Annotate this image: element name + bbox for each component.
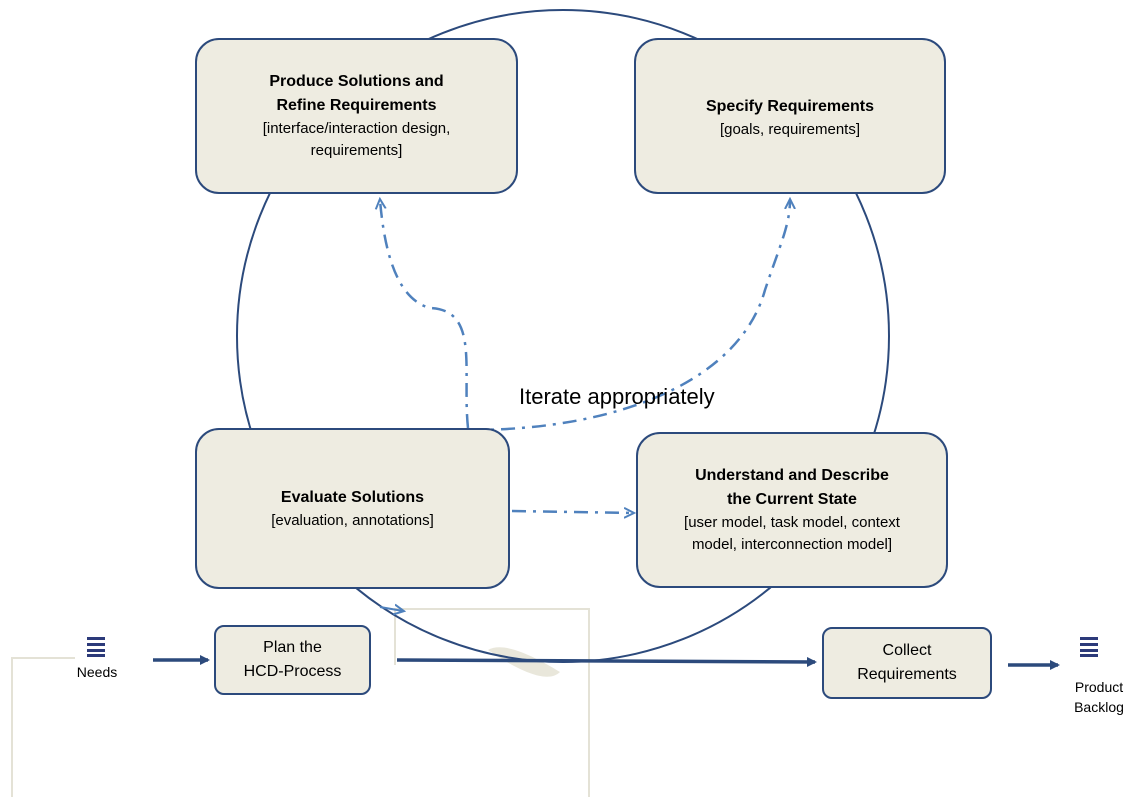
iterate-arrows <box>380 200 790 513</box>
cycle-arrowhead <box>379 607 403 611</box>
understand-detail-line2: model, interconnection model] <box>691 536 893 553</box>
backlog-label-line2: Backlog <box>1074 699 1124 715</box>
produce-solutions-box: Produce Solutions and Refine Requirement… <box>195 38 518 194</box>
backlog-label: Product Backlog <box>1058 677 1140 717</box>
collect-line1: Collect <box>882 642 932 659</box>
evaluate-solutions-detail: [evaluation, annotations] <box>271 511 434 529</box>
plan-line2: HCD-Process <box>243 663 342 680</box>
flow-arrows <box>153 655 1060 670</box>
backlog-list-icon <box>1080 637 1098 657</box>
iterate-arrow-to-understand <box>511 511 633 513</box>
understand-title-line2: the Current State <box>727 491 857 508</box>
plan-line1: Plan the <box>263 639 322 656</box>
plan-to-collect-arrow <box>396 656 817 667</box>
specify-requirements-detail: [goals, requirements] <box>719 121 861 138</box>
produce-solutions-title-line1: Produce Solutions and <box>269 73 444 90</box>
evaluate-solutions-title: Evaluate Solutions <box>280 488 425 506</box>
understand-title-line1: Understand and Describe <box>695 467 889 484</box>
produce-solutions-title-line2: Refine Requirements <box>276 97 437 114</box>
produce-solutions-detail-line2: requirements] <box>310 142 403 159</box>
evaluate-solutions-box: Evaluate Solutions [evaluation, annotati… <box>195 428 510 589</box>
needs-list-icon <box>87 637 105 657</box>
iterate-label: Iterate appropriately <box>519 384 715 409</box>
backlog-label-line1: Product <box>1074 679 1124 695</box>
needs-label: Needs <box>76 664 118 680</box>
understand-detail-line1: [user model, task model, context <box>684 514 900 531</box>
specify-requirements-box: Specify Requirements [goals, requirement… <box>634 38 946 194</box>
produce-solutions-detail-line1: [interface/interaction design, <box>262 120 451 137</box>
collect-line2: Requirements <box>857 666 957 683</box>
collect-requirements-box: Collect Requirements <box>822 627 992 699</box>
iterate-arrow-to-specify <box>469 200 790 432</box>
specify-requirements-title: Specify Requirements <box>705 98 875 115</box>
plan-hcd-process-box: Plan the HCD-Process <box>214 625 371 695</box>
understand-current-state-box: Understand and Describe the Current Stat… <box>636 432 948 588</box>
iterate-arrow-to-produce <box>380 200 470 429</box>
